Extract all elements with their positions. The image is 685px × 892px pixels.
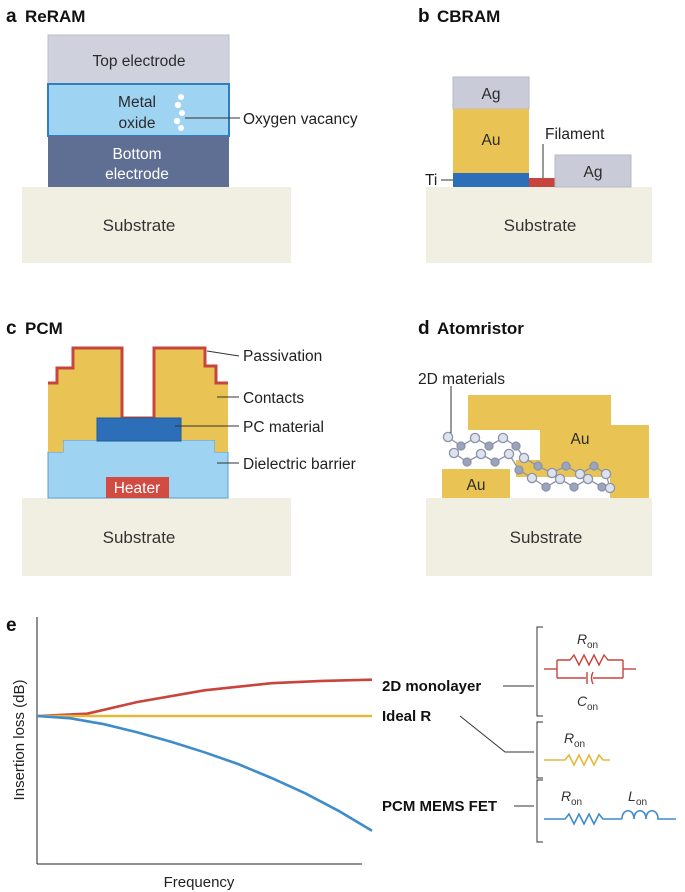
ag-top-label: Ag xyxy=(482,86,501,103)
metal-oxide-layer xyxy=(47,83,230,137)
heater xyxy=(106,477,169,498)
au-large-label: Au xyxy=(571,431,590,448)
resistor-icon xyxy=(557,653,623,667)
ti-layer xyxy=(453,173,529,187)
ag-right-label: Ag xyxy=(584,164,603,181)
bottom-electrode-label-1: Bottom xyxy=(112,146,161,163)
series-line-pcm-mems-fet xyxy=(36,714,373,832)
capacitor-icon xyxy=(586,671,594,685)
panel-title-c: PCM xyxy=(25,319,63,338)
pc-material-label: PC material xyxy=(243,419,324,436)
top-electrode xyxy=(47,34,230,85)
resistor-icon xyxy=(544,753,610,767)
panel-title-d: Atomristor xyxy=(437,319,524,338)
panel-letter-c: c xyxy=(6,318,17,339)
substrate-label-d: Substrate xyxy=(510,528,583,547)
au-small-block xyxy=(442,469,510,498)
substrate-label-c: Substrate xyxy=(103,528,176,547)
series-line-2d-monolayer xyxy=(36,678,373,718)
substrate-label-a: Substrate xyxy=(103,216,176,235)
series-label-pcm-mems-fet: PCM MEMS FET xyxy=(382,798,497,815)
bracket-monolayer xyxy=(536,626,543,717)
ti-label: Ti xyxy=(425,172,437,189)
series-label-2d-monolayer: 2D monolayer xyxy=(382,678,481,695)
substrate-d xyxy=(426,498,652,576)
panel-b: b CBRAM Substrate Ag Au Ag Ti Filament xyxy=(418,6,652,263)
panel-a: a ReRAM Substrate Top electrode Metal ox… xyxy=(6,6,358,263)
oxygen-vacancy-label: Oxygen vacancy xyxy=(243,111,358,128)
au-small-label: Au xyxy=(467,477,486,494)
panel-letter-b: b xyxy=(418,6,430,27)
rc-parallel-circuit xyxy=(544,653,636,685)
c-label-1: C xyxy=(577,693,588,709)
rl-series-circuit xyxy=(544,809,676,826)
c-sub-1: on xyxy=(587,702,598,713)
resistor-icon xyxy=(544,812,622,826)
l-label-3: L xyxy=(628,788,636,804)
r-sub-2: on xyxy=(574,739,585,750)
panel-e: e Frequency Insertion loss (dB) 2D monol… xyxy=(6,615,676,891)
2d-materials-label: 2D materials xyxy=(418,371,505,388)
ideal-r-leader xyxy=(459,715,534,753)
ag-right-block xyxy=(554,154,632,188)
r-label-2: R xyxy=(564,730,574,746)
panel-title-b: CBRAM xyxy=(437,7,500,26)
filament-label: Filament xyxy=(545,126,605,143)
series-label-ideal-r: Ideal R xyxy=(382,708,431,725)
heater-label: Heater xyxy=(114,480,161,497)
top-electrode-label: Top electrode xyxy=(92,53,185,70)
panel-letter-d: d xyxy=(418,318,430,339)
substrate-label-b: Substrate xyxy=(504,216,577,235)
contacts-label: Contacts xyxy=(243,390,304,407)
bracket-pcm xyxy=(536,779,543,843)
substrate-c xyxy=(22,498,291,576)
panel-d: d Atomristor Substrate Au Au xyxy=(418,318,652,576)
metal-oxide-label-2: oxide xyxy=(118,115,155,132)
ag-top-block xyxy=(452,76,530,110)
r-sub-3: on xyxy=(571,797,582,808)
pc-material xyxy=(96,417,182,442)
passivation-leader xyxy=(206,350,240,357)
filament xyxy=(529,178,555,187)
panel-letter-e: e xyxy=(6,615,17,636)
2d-material-chain xyxy=(442,431,616,494)
passivation-label: Passivation xyxy=(243,348,322,365)
au-label-b: Au xyxy=(482,132,501,149)
oxygen-vacancy-dots xyxy=(173,94,185,131)
l-sub-3: on xyxy=(636,797,647,808)
ideal-r-circuit xyxy=(544,753,610,767)
dielectric-label: Dielectric barrier xyxy=(243,456,356,473)
panel-c: c PCM Substrate Heater Passivation Conta… xyxy=(6,318,356,576)
bracket-ideal-r xyxy=(536,721,543,779)
substrate-b xyxy=(426,187,652,263)
y-axis-label: Insertion loss (dB) xyxy=(11,680,28,801)
r-label-3: R xyxy=(561,788,571,804)
panel-title-a: ReRAM xyxy=(25,7,85,26)
inductor-icon xyxy=(621,809,676,820)
x-axis-label: Frequency xyxy=(164,874,235,891)
substrate-a xyxy=(22,187,291,263)
au-block-b xyxy=(453,109,529,173)
metal-oxide-label-1: Metal xyxy=(118,94,156,111)
panel-letter-a: a xyxy=(6,6,17,27)
bottom-electrode-label-2: electrode xyxy=(105,166,169,183)
r-label-1: R xyxy=(577,631,587,647)
r-sub-1: on xyxy=(587,640,598,651)
bottom-electrode xyxy=(48,136,229,187)
